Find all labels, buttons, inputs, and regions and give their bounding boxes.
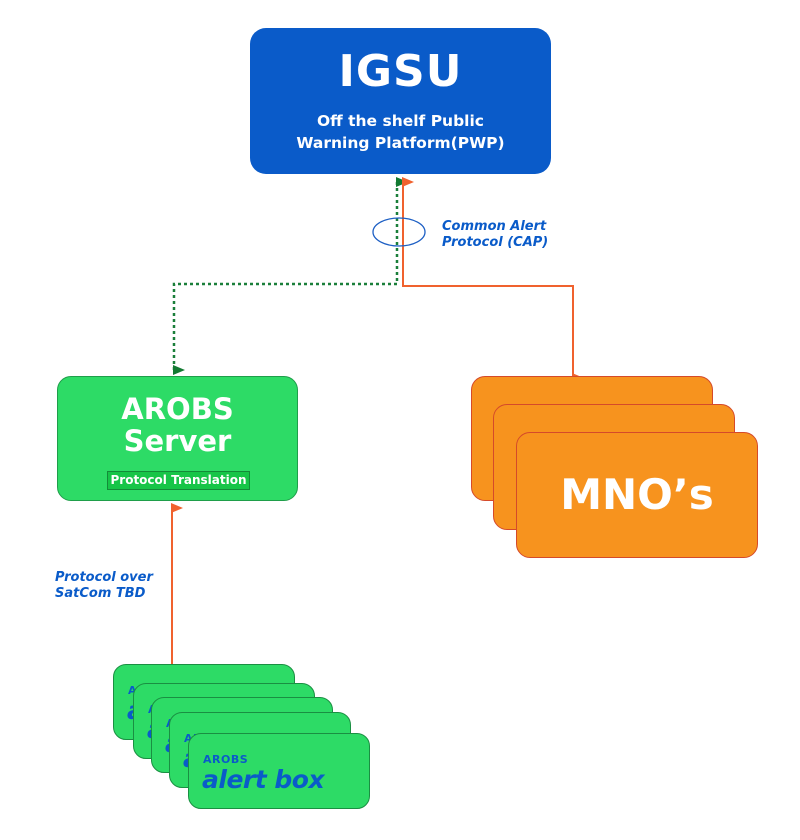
arobs-server-node: AROBS Server Protocol Translation [57,376,298,501]
arobs-server-title-line1: AROBS [121,392,234,426]
alert-box-name: alert box [202,765,325,794]
igsu-subtitle-line1: Off the shelf Public [316,112,484,130]
cap-ellipse [372,217,426,247]
protocol-translation-tag: Protocol Translation [107,471,250,490]
satcom-label: Protocol over SatCom TBD [55,570,153,602]
mno-label: MNO’s [560,470,714,519]
igsu-subtitle-line2: Warning Platform(PWP) [296,134,505,152]
cap-label: Common Alert Protocol (CAP) [442,219,548,251]
alert-box-brand: AROBS [203,753,249,766]
satcom-label-line2: SatCom TBD [55,586,146,601]
cap-label-line2: Protocol (CAP) [442,235,549,250]
igsu-subtitle: Off the shelf Public Warning Platform(PW… [250,110,551,154]
igsu-node: IGSU Off the shelf Public Warning Platfo… [250,28,551,174]
igsu-title: IGSU [338,46,463,97]
cap-label-line1: Common Alert [442,219,547,234]
arobs-server-title-line2: Server [123,424,232,458]
edge-igsu-mno [402,177,584,383]
arobs-server-title: AROBS Server [58,393,297,457]
mno-card-front: MNO’s [516,432,758,558]
alert-box-card-front: AROBS alert box [188,733,370,809]
satcom-label-line1: Protocol over [55,570,153,585]
edge-igsu-arobs [172,177,408,375]
